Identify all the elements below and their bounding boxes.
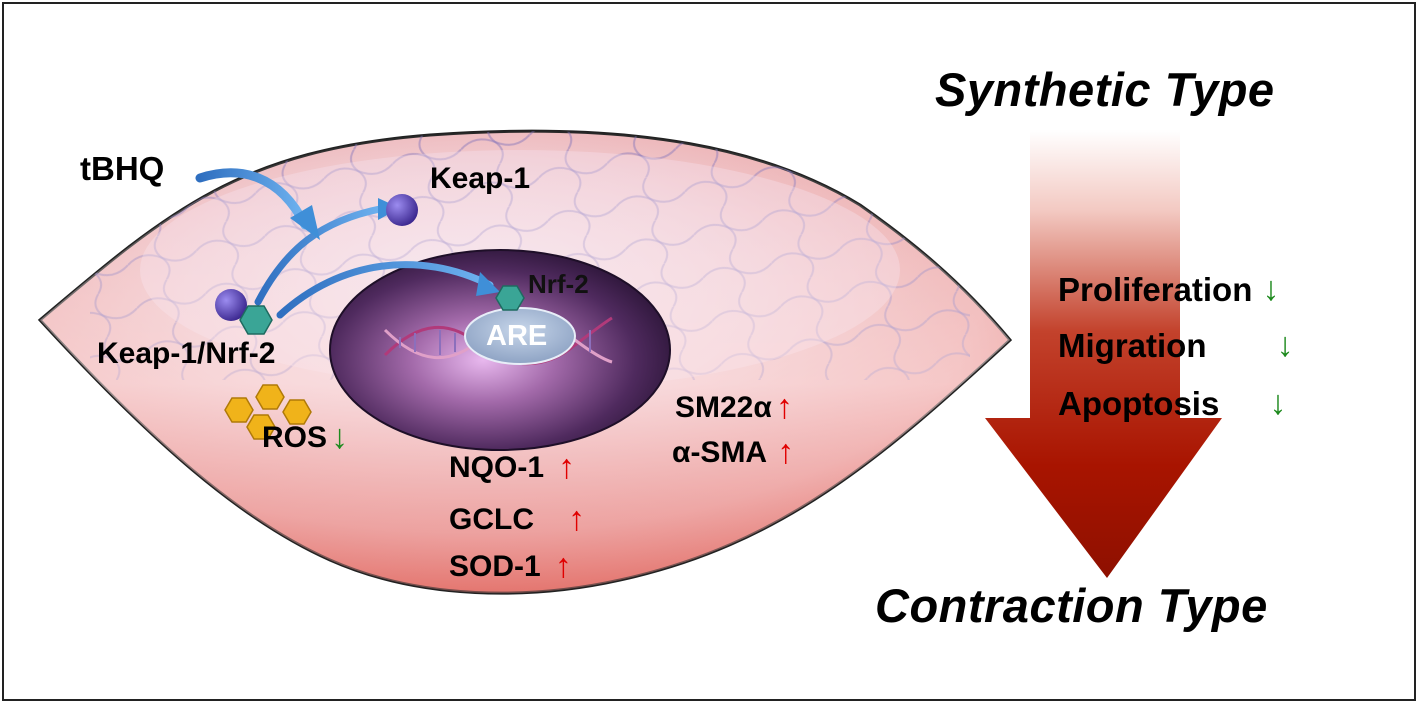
keap1-label: Keap-1	[430, 162, 531, 195]
red-up-arrow-icon: ↑	[568, 500, 585, 538]
red-up-arrow-icon: ↑	[554, 547, 572, 585]
pathway-arrows	[195, 168, 494, 319]
nqo1-row: NQO-1 ↑	[449, 448, 575, 487]
proliferation-row: Proliferation ↓	[1058, 270, 1279, 309]
proliferation-label: Proliferation	[1058, 270, 1253, 308]
asma-row: α-SMA ↑	[672, 433, 794, 472]
sm22a-label: SM22α	[675, 390, 772, 424]
red-up-arrow-icon: ↑	[777, 433, 795, 471]
red-up-arrow-icon: ↑	[775, 388, 793, 426]
arrow-heads	[290, 198, 500, 296]
gclc-label: GCLC	[449, 502, 534, 536]
red-up-arrow-icon: ↑	[558, 448, 576, 486]
keap1-molecule-icon	[386, 194, 418, 226]
asma-label: α-SMA	[672, 435, 768, 469]
contraction-type-label: Contraction Type	[875, 579, 1268, 632]
ros-row: ROS ↓	[262, 418, 348, 457]
migration-row: Migration ↓	[1058, 326, 1293, 365]
apoptosis-label: Apoptosis	[1058, 384, 1220, 422]
synthetic-type-label: Synthetic Type	[935, 63, 1275, 116]
are-label: ARE	[486, 320, 548, 352]
sod1-label: SOD-1	[449, 549, 541, 583]
are-element	[464, 307, 576, 365]
ros-molecules-icon	[224, 384, 312, 440]
nrf2-hexagon-icon	[495, 285, 525, 311]
green-down-arrow-icon: ↓	[331, 418, 349, 456]
sm22a-row: SM22α ↑	[675, 388, 793, 427]
sod1-row: SOD-1 ↑	[449, 547, 572, 586]
migration-label: Migration	[1058, 326, 1207, 364]
phenotype-switch-arrow	[985, 130, 1222, 578]
gclc-row: GCLC ↑	[449, 500, 585, 539]
tbhq-label: tBHQ	[80, 150, 165, 187]
green-down-arrow-icon: ↓	[1269, 384, 1287, 422]
nrf2-label: Nrf-2	[528, 269, 589, 299]
nrf2-complex-hexagon-icon	[239, 305, 273, 335]
green-down-arrow-icon: ↓	[1276, 326, 1294, 364]
green-down-arrow-icon: ↓	[1262, 270, 1280, 308]
keap1-nrf2-complex-label: Keap-1/Nrf-2	[97, 337, 276, 370]
ros-label: ROS	[262, 420, 328, 454]
apoptosis-row: Apoptosis ↓	[1058, 384, 1286, 423]
nqo1-label: NQO-1	[449, 450, 545, 484]
keap1-complex-molecule-icon	[215, 289, 247, 321]
